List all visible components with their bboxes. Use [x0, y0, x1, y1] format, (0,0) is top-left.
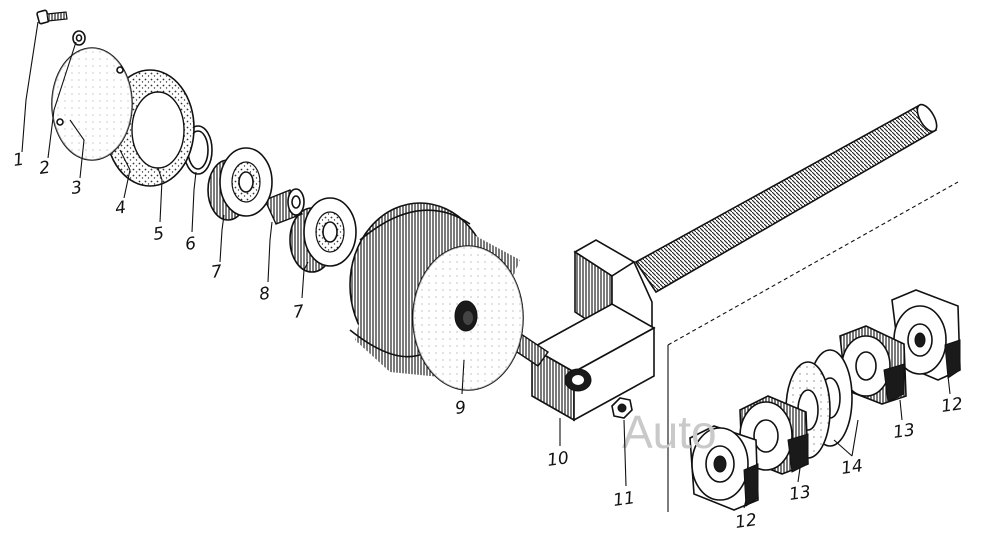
callout-9: 9 — [454, 398, 468, 419]
callout-4: 4 — [114, 198, 128, 219]
small-nut-part-11 — [611, 397, 633, 419]
callout-5: 5 — [152, 224, 166, 245]
bearing-part-7-left — [207, 147, 273, 221]
callout-13-right: 13 — [892, 420, 916, 443]
callout-8: 8 — [258, 284, 272, 305]
watermark-text: Auto — [622, 406, 717, 458]
callout-12-left: 12 — [734, 510, 758, 533]
threaded-screw-shaft — [634, 103, 938, 294]
pulley-drum-part-9 — [349, 202, 524, 391]
callout-2: 2 — [38, 158, 52, 179]
callout-11: 11 — [612, 488, 636, 511]
washer-part-2 — [72, 30, 86, 46]
nut-part-12-right — [891, 289, 961, 381]
callout-12-right: 12 — [940, 394, 964, 417]
cover-plate-part-3 — [51, 47, 133, 161]
nut-part-13-right — [839, 325, 907, 405]
bracket-part-10 — [530, 239, 656, 422]
nut-part-12-left — [689, 425, 759, 511]
callout-6: 6 — [184, 234, 198, 255]
spacer-sleeve-part-8 — [264, 188, 305, 225]
leader-lines — [21, 21, 951, 509]
screw-part-1 — [36, 9, 68, 25]
callout-1: 1 — [12, 150, 26, 171]
callout-7-left: 7 — [210, 262, 224, 283]
exploded-nut-washer-group — [667, 181, 961, 512]
callout-13-left: 13 — [788, 482, 812, 505]
callout-10: 10 — [546, 448, 570, 471]
callout-3: 3 — [70, 178, 84, 199]
bearing-part-7-right — [289, 197, 357, 273]
callout-labels: 1 2 3 4 5 6 7 8 7 9 10 11 12 13 14 13 12 — [12, 150, 964, 533]
callout-7-right: 7 — [292, 302, 306, 323]
callout-14: 14 — [840, 456, 864, 479]
